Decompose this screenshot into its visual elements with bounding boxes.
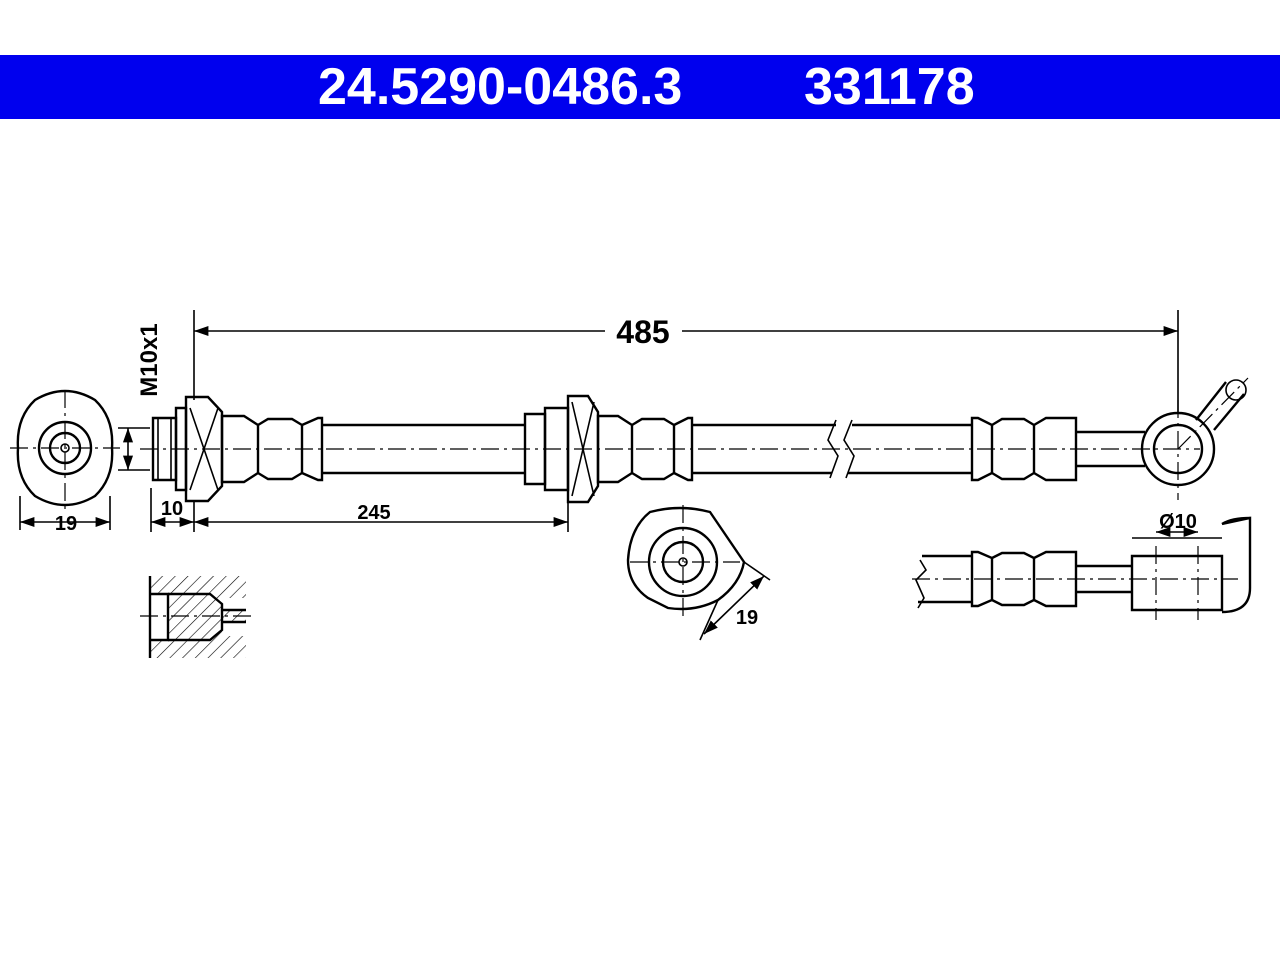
part-number: 24.5290-0486.3 (318, 58, 683, 116)
left-end-view (10, 389, 120, 530)
eye-diameter-label: Ø10 (1159, 511, 1197, 533)
left-hex-label: 19 (55, 513, 77, 535)
article-number: 331178 (804, 58, 975, 116)
header-bar: 24.5290-0486.3 331178 (0, 55, 1280, 119)
length-dimension (193, 310, 1179, 412)
fitting-dimensions (150, 488, 569, 532)
total-length-label: 485 (616, 314, 669, 350)
thread-label: M10x1 (136, 323, 163, 396)
bracket-end-view (626, 505, 771, 641)
fitting-length-label: 245 (357, 502, 390, 524)
section-view (140, 576, 252, 658)
bracket-width-label: 19 (736, 607, 758, 629)
hose-side-view (140, 377, 1249, 504)
thread-dimension (118, 427, 150, 471)
fitting-offset-label: 10 (161, 498, 183, 520)
end-detail-view (912, 516, 1252, 620)
